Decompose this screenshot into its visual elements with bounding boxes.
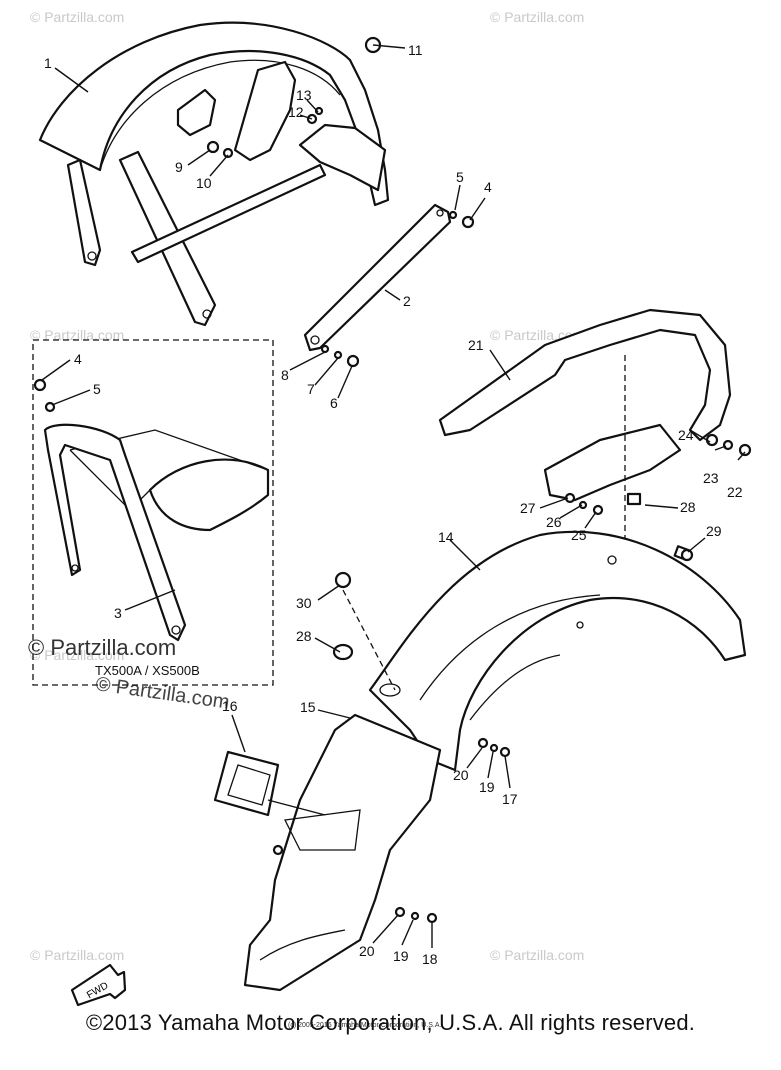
front-fender	[38, 21, 390, 207]
callout-22: 22	[727, 484, 743, 500]
callout-18: 18	[422, 951, 438, 967]
rear-fender-group	[332, 530, 747, 772]
grab-rail-lower	[543, 423, 682, 502]
copyright-notice: ©2013 Yamaha Motor Corporation, U.S.A. A…	[85, 1010, 696, 1035]
callout-10: 10	[196, 175, 212, 191]
svg-text:© Partzilla.com: © Partzilla.com	[30, 647, 124, 663]
callout-29: 29	[706, 523, 722, 539]
callout-9: 9	[175, 159, 183, 175]
fender-brace-2	[303, 203, 452, 352]
watermark-secondary: © Partzilla.com	[94, 673, 231, 714]
callout-26: 26	[546, 514, 562, 530]
callout-19-lower: 19	[393, 948, 409, 964]
callout-24: 24	[678, 427, 694, 443]
callout-30: 30	[296, 595, 312, 611]
fender-stay-left	[66, 158, 102, 267]
rear-fender-lower-group	[213, 713, 442, 992]
fender-bracket-left	[176, 88, 217, 137]
svg-text:© Partzilla.com: © Partzilla.com	[490, 947, 584, 963]
callout-28-lower: 28	[296, 628, 312, 644]
fwd-arrow: FWD	[70, 963, 127, 1007]
callout-labels: 1 2 3 4 5 6 7 8 9 10 11 12 13 4 5 14 15 …	[44, 42, 743, 967]
callout-11: 11	[408, 42, 423, 58]
fender-cross-brace	[130, 163, 327, 264]
fender-bracket-right	[298, 123, 387, 192]
callout-16: 16	[222, 698, 238, 714]
callout-4-inset: 4	[74, 351, 82, 367]
svg-text:© Partzilla.com: © Partzilla.com	[30, 947, 124, 963]
callout-7: 7	[307, 381, 315, 397]
callout-6: 6	[330, 395, 338, 411]
svg-text:© Partzilla.com: © Partzilla.com	[30, 327, 124, 343]
callout-12: 12	[288, 104, 304, 120]
callout-15: 15	[300, 699, 316, 715]
rear-fender	[368, 530, 747, 772]
callout-14: 14	[438, 529, 454, 545]
inset-fender	[148, 458, 270, 532]
leader-lines	[41, 44, 746, 948]
rear-fender-lower	[243, 713, 442, 992]
watermark-main: © Partzilla.com	[28, 635, 176, 660]
callout-23: 23	[703, 470, 719, 486]
callout-21: 21	[468, 337, 484, 353]
fine-print: (c) 2005-2016 Yamaha Motor Corporation, …	[288, 1022, 441, 1029]
callout-2: 2	[403, 293, 411, 309]
callout-19-upper: 19	[479, 779, 495, 795]
callout-5: 5	[456, 169, 464, 185]
inset-panel: TX500A / XS500B	[32, 339, 274, 686]
callout-20-lower: 20	[359, 943, 375, 959]
callout-1: 1	[44, 55, 52, 71]
inset-fender-stay	[43, 423, 187, 642]
callout-20-upper: 20	[453, 767, 469, 783]
grab-rail-group	[438, 308, 752, 561]
callout-17: 17	[502, 791, 518, 807]
inset-model-label: TX500A / XS500B	[95, 663, 200, 678]
svg-text:© Partzilla.com: © Partzilla.com	[490, 9, 584, 25]
grab-rail	[438, 308, 732, 442]
callout-13: 13	[296, 87, 312, 103]
callout-4: 4	[484, 179, 492, 195]
callout-28-upper: 28	[680, 499, 696, 515]
reflector	[213, 750, 280, 817]
callout-5-inset: 5	[93, 381, 101, 397]
front-fender-group	[38, 21, 475, 368]
callout-27: 27	[520, 500, 536, 516]
callout-8: 8	[281, 367, 289, 383]
callout-3: 3	[114, 605, 122, 621]
fender-bracket-center	[233, 60, 297, 162]
callout-25: 25	[571, 527, 587, 543]
svg-text:© Partzilla.com: © Partzilla.com	[30, 9, 124, 25]
